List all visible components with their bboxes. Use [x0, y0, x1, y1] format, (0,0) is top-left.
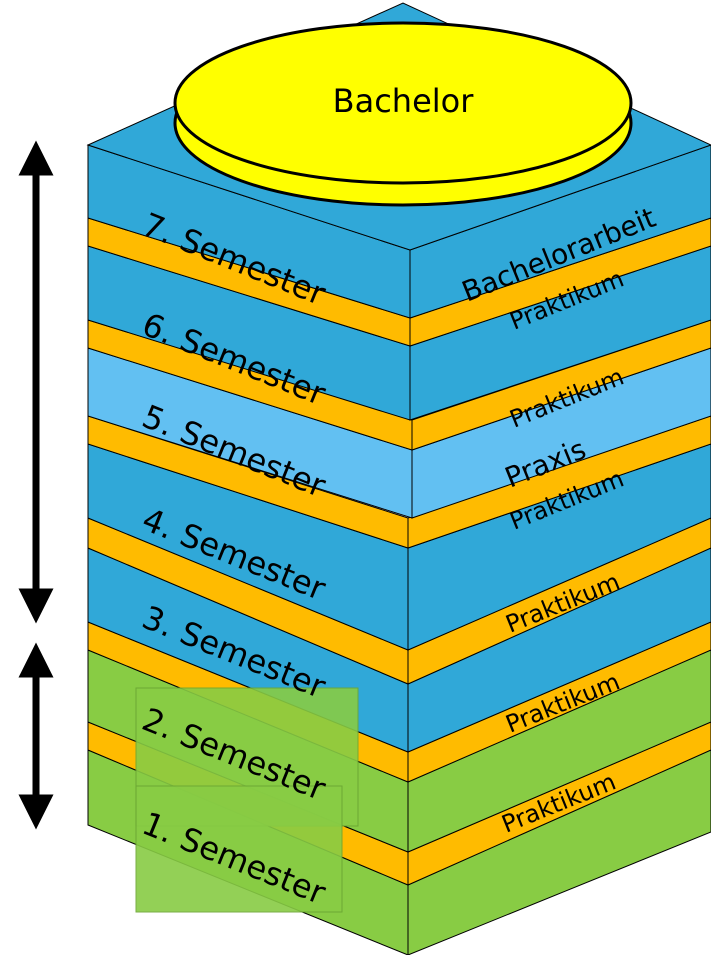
- disc-top: [173, 21, 633, 185]
- bachelor-label: Bachelor: [333, 82, 475, 120]
- semester-1-label-box: [135, 785, 343, 913]
- bachelor-disc: Bachelor: [173, 21, 633, 207]
